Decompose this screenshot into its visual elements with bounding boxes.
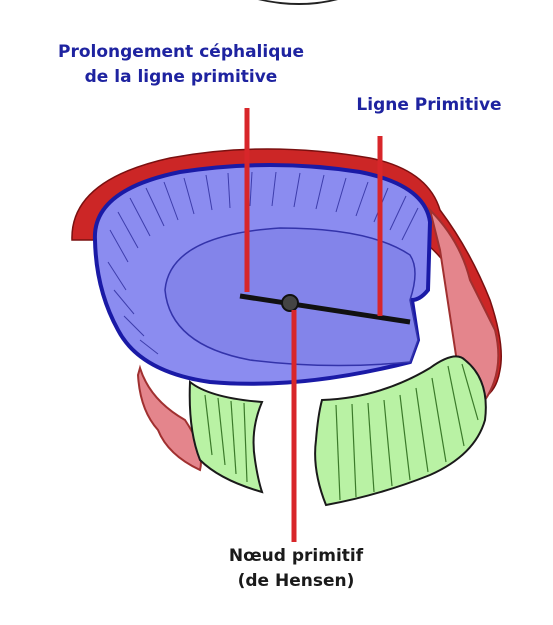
pink-tissue-left (136, 364, 202, 472)
label-prolongement-cephalique: Prolongement céphalique de la ligne prim… (40, 40, 322, 90)
hensen-node (281, 294, 299, 312)
label-noeud-line1: Nœud primitif (228, 546, 364, 566)
label-noeud-line2: (de Hensen) (237, 571, 355, 591)
label-ligne-primitive: Ligne Primitive (334, 93, 524, 118)
top-remnant-shape (258, 0, 338, 5)
green-striations (204, 363, 479, 501)
label-noeud-primitif: Nœud primitif (de Hensen) (190, 544, 402, 594)
label-ligne-primitive-text: Ligne Primitive (356, 95, 502, 115)
label-prolongement-line1: Prolongement céphalique (57, 42, 305, 62)
label-prolongement-line2: de la ligne primitive (84, 67, 278, 87)
green-tissue-left (188, 379, 264, 494)
primitive-streak (239, 293, 411, 325)
green-tissue-right (314, 355, 487, 507)
